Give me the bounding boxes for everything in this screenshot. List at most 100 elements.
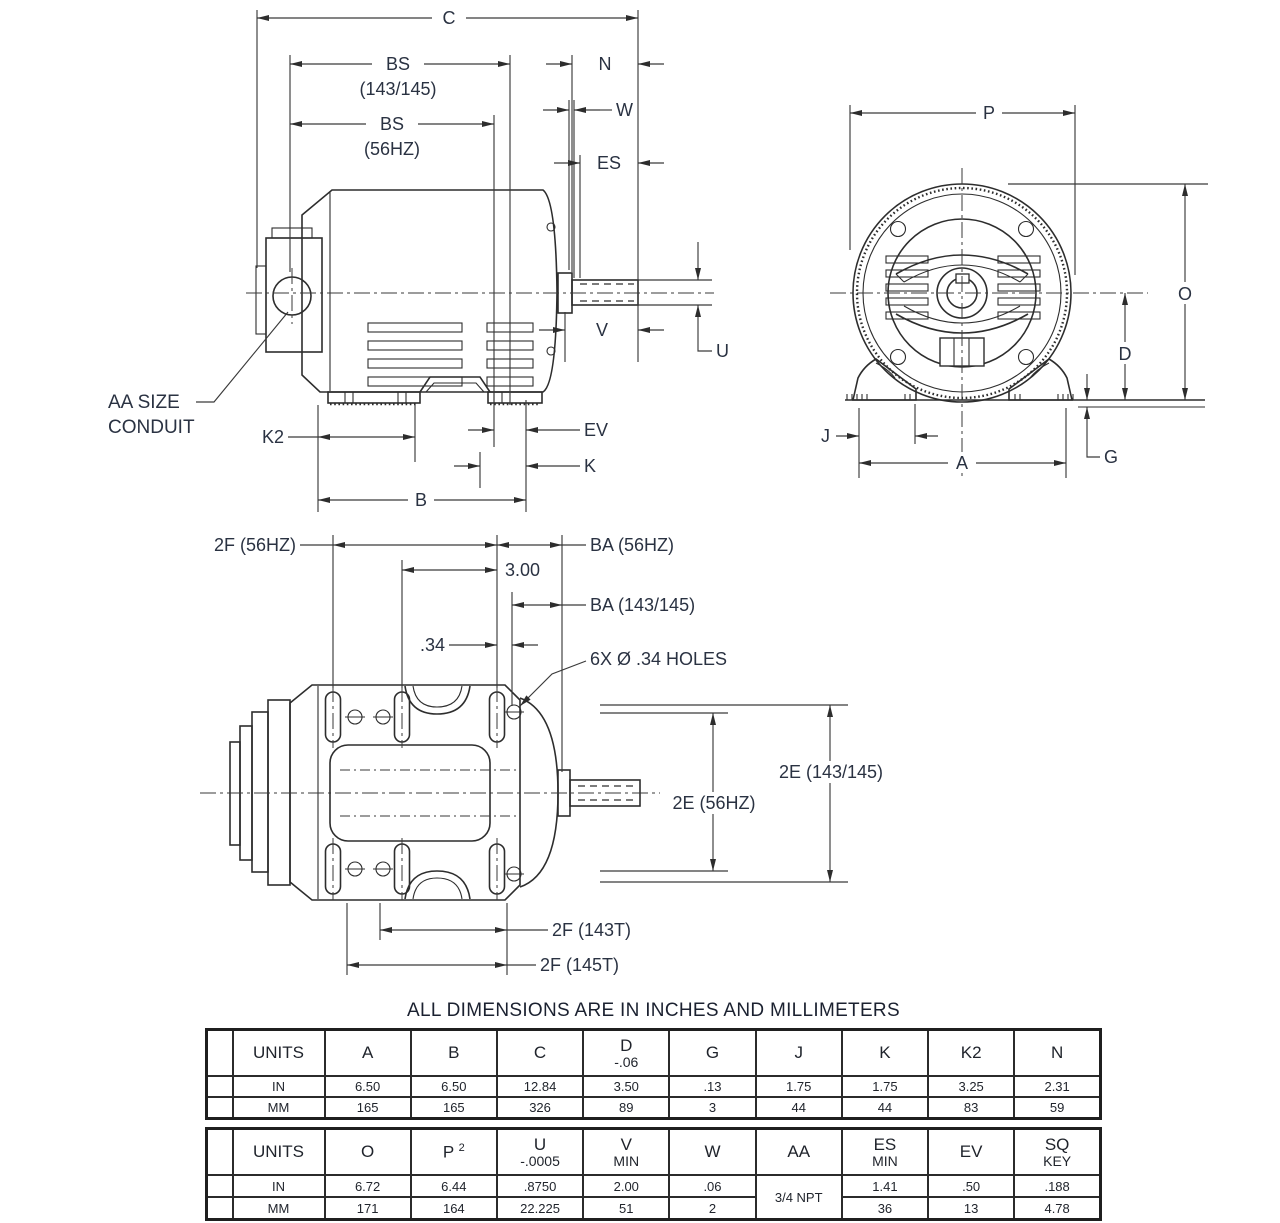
table-cell-aa: 3/4 NPT [754,1174,843,1221]
table-cell: 164 [409,1196,498,1221]
table-cell: .50 [927,1174,1016,1198]
side-view-drawing: C BS (143/145) BS (56HZ) N W ES V U K2 E… [108,7,729,512]
table-cell: 44 [840,1096,930,1120]
table-cell: 2 [668,1196,757,1221]
table-nub-cell [205,1028,234,1077]
col-header-n: N [1013,1028,1102,1077]
motor-body-side [301,189,558,393]
holes-callout-label: 6X Ø .34 HOLES [590,649,727,669]
fan-guard [885,254,1041,367]
row-label-in: IN [231,1174,326,1198]
holes-callout-leader [519,660,587,707]
dim-label-2f-143t: 2F (143T) [552,920,631,940]
dim-label-bs-56hz-sub: (56HZ) [364,139,420,159]
dim-label-ev: EV [584,420,608,440]
table-cell: 6.44 [409,1174,498,1198]
dim-label-34: .34 [420,635,445,655]
dim-label-b: B [415,490,427,510]
table-cell: 89 [582,1096,671,1120]
dim-label-w: W [616,100,633,120]
foot-holes [345,704,524,882]
table-cell: 6.50 [323,1075,412,1098]
dim-label-es: ES [597,153,621,173]
col-header-p: P 2 [409,1127,498,1176]
table-cell: 4.78 [1013,1196,1102,1221]
table-cell: 44 [754,1096,843,1120]
dim-label-bs-143-145: BS [386,54,410,74]
dim-label-bs-56hz: BS [380,114,404,134]
dim-label-k2: K2 [262,427,284,447]
col-header-ev: EV [927,1127,1016,1176]
table-cell: 1.41 [840,1174,930,1198]
conduit-callout-line2: CONDUIT [108,417,195,438]
table-cell: 36 [840,1196,930,1221]
col-header-units: UNITS [231,1028,326,1077]
table-cell: .8750 [495,1174,585,1198]
dim-label-2e-56hz: 2E (56HZ) [672,793,755,813]
table-cell: 1.75 [840,1075,930,1098]
dim-label-g: G [1104,447,1118,467]
table-cell: 2.31 [1013,1075,1102,1098]
dimensions-note: ALL DIMENSIONS ARE IN INCHES AND MILLIME… [407,1000,900,1021]
table-cell: 165 [323,1096,412,1120]
bolt-holes [889,220,1035,366]
col-header-units: UNITS [231,1127,326,1176]
table-cell: 3.50 [582,1075,671,1098]
dim-label-bs-143-145-sub: (143/145) [359,79,436,99]
table-nub-cell [205,1075,234,1098]
table-cell: 326 [495,1096,585,1120]
col-header-g: G [668,1028,757,1077]
dim-label-a: A [956,453,968,473]
dim-label-d: D [1119,344,1132,364]
table-cell: 3.25 [927,1075,1016,1098]
table-cell: 51 [582,1196,671,1221]
dim-label-v: V [596,320,608,340]
dim-label-3-00: 3.00 [505,560,540,580]
table-cell: 6.50 [409,1075,498,1098]
col-header-a: A [323,1028,412,1077]
dimensions-table-1: UNITS A B C D-.06 G J K K2 N IN 6.50 6.5… [205,1028,1102,1120]
table-cell: 13 [927,1196,1016,1221]
col-header-k: K [840,1028,930,1077]
conduit-box [265,237,323,353]
dim-label-k: K [584,456,596,476]
dim-label-u: U [716,341,729,361]
mounting-feet-front [845,358,1205,408]
table-cell: 6.72 [323,1174,412,1198]
table-nub-cell [205,1196,234,1221]
row-label-mm: MM [231,1096,326,1120]
col-header-o: O [323,1127,412,1176]
table-nub-cell [205,1127,234,1176]
col-header-d: D-.06 [582,1028,671,1077]
dim-label-n: N [599,54,612,74]
dim-label-ba-56hz: BA (56HZ) [590,535,674,555]
table-cell: 12.84 [495,1075,585,1098]
col-header-u: U-.0005 [495,1127,585,1176]
table-cell: 171 [323,1196,412,1221]
table-cell: 83 [927,1096,1016,1120]
table-nub-cell [205,1096,234,1120]
col-header-c: C [495,1028,585,1077]
col-header-w: W [668,1127,757,1176]
dim-label-ba-143-145: BA (143/145) [590,595,695,615]
table-cell: .188 [1013,1174,1102,1198]
dim-label-2e-143-145: 2E (143/145) [779,762,883,782]
dim-label-2f-56hz: 2F (56HZ) [214,535,296,555]
col-header-j: J [754,1028,843,1077]
conduit-callout-line1: AA SIZE [108,392,180,413]
table-nub-cell [205,1174,234,1198]
conduit-callout-leader [196,311,289,403]
row-label-in: IN [231,1075,326,1098]
table-cell: .06 [668,1174,757,1198]
row-label-mm: MM [231,1196,326,1221]
col-header-k2: K2 [927,1028,1016,1077]
dim-label-2f-145t: 2F (145T) [540,955,619,975]
dim-label-p: P [983,103,995,123]
table-cell: 22.225 [495,1196,585,1221]
table-cell: 165 [409,1096,498,1120]
